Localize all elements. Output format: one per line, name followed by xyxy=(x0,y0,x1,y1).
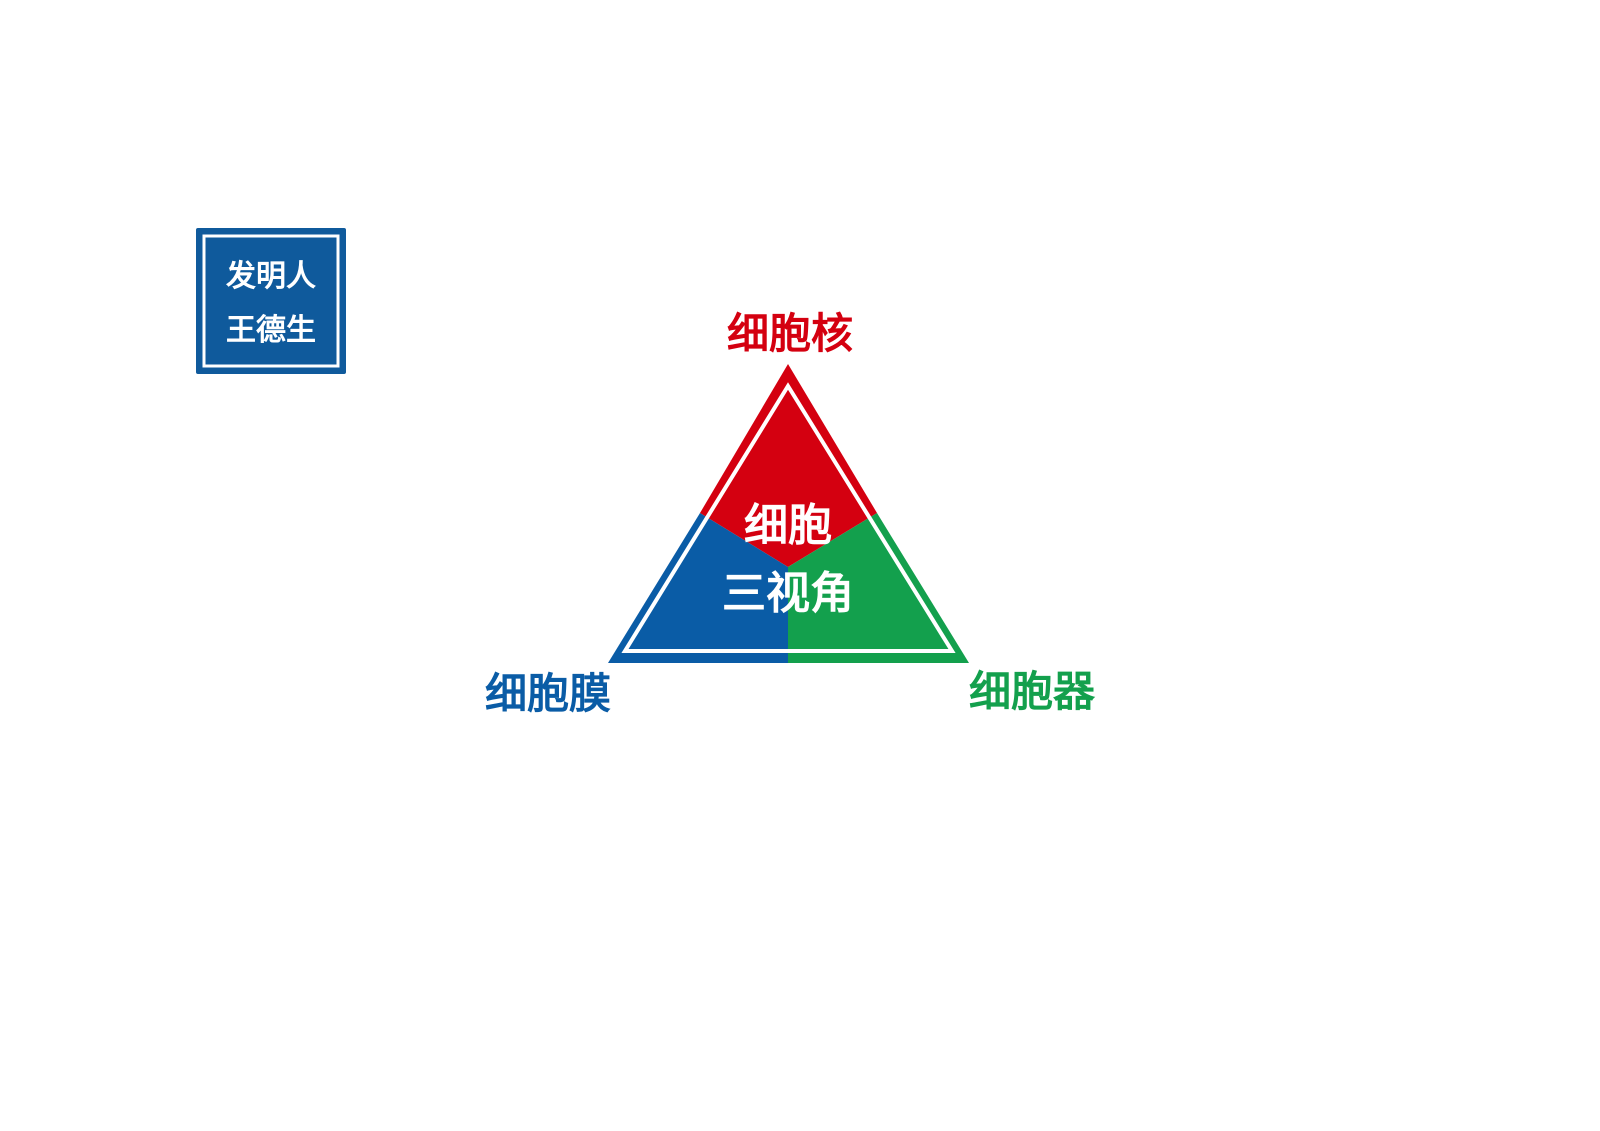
organelle-section xyxy=(788,513,969,663)
center-title-line-2: 三视角 xyxy=(722,568,854,619)
stamp-line-1: 发明人 xyxy=(225,259,316,294)
inventor-stamp: 发明人 王德生 xyxy=(196,228,346,374)
stamp-line-2: 王德生 xyxy=(226,313,316,348)
inner-triangle-border xyxy=(621,382,956,653)
membrane-section xyxy=(608,513,788,663)
label-nucleus: 细胞核 xyxy=(727,309,853,358)
stamp-inner-border xyxy=(202,234,340,368)
triangle-sections xyxy=(608,364,969,663)
nucleus-section xyxy=(700,364,877,567)
label-membrane: 细胞膜 xyxy=(485,669,611,718)
label-organelle: 细胞器 xyxy=(969,667,1096,716)
center-title-line-1: 细胞 xyxy=(744,500,832,551)
stamp-background xyxy=(196,228,346,374)
